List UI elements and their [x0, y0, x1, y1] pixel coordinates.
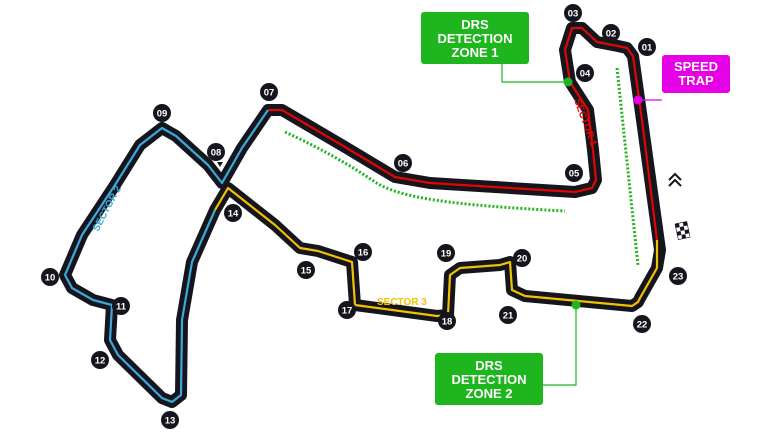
drs-zone-2-line3: ZONE 2 — [466, 386, 513, 401]
svg-text:08: 08 — [211, 148, 222, 159]
svg-text:05: 05 — [569, 169, 580, 180]
drs-zone-1-line3: ZONE 1 — [452, 45, 499, 60]
turn-marker-22: 22 — [633, 315, 651, 333]
svg-text:11: 11 — [116, 302, 127, 313]
svg-text:07: 07 — [264, 88, 275, 99]
svg-text:18: 18 — [442, 317, 453, 328]
turn-marker-16: 16 — [354, 243, 372, 261]
svg-text:22: 22 — [637, 320, 648, 331]
turn-marker-12: 12 — [91, 351, 109, 369]
turn-marker-01: 01 — [638, 38, 656, 56]
drs-zone-2-line1: DRS — [475, 358, 503, 373]
turn-marker-18: 18 — [438, 312, 456, 330]
turn-marker-21: 21 — [499, 306, 517, 324]
svg-text:10: 10 — [45, 273, 56, 284]
svg-text:15: 15 — [301, 266, 312, 277]
drs-zone-2-box: DRS DETECTION ZONE 2 — [435, 353, 543, 405]
turn-marker-02: 02 — [602, 24, 620, 42]
svg-text:17: 17 — [342, 306, 353, 317]
turn-marker-11: 11 — [112, 297, 130, 315]
turn-marker-14: 14 — [224, 204, 242, 222]
turn-marker-10: 10 — [41, 268, 59, 286]
svg-text:06: 06 — [398, 159, 409, 170]
svg-text:03: 03 — [568, 9, 579, 20]
svg-text:14: 14 — [228, 209, 239, 220]
sector-1-line — [268, 26, 659, 241]
turn-marker-07: 07 — [260, 83, 278, 101]
svg-text:13: 13 — [165, 416, 176, 427]
svg-text:04: 04 — [580, 69, 591, 80]
turn-marker-08: 08 — [207, 143, 225, 161]
speed-trap-box: SPEED TRAP — [662, 55, 730, 93]
speed-trap-line2: TRAP — [678, 73, 714, 88]
drs-zone-1-point — [563, 77, 573, 87]
drs-zone-2-leader — [543, 305, 577, 386]
drs-zone-2-point — [571, 300, 581, 310]
turn-marker-23: 23 — [669, 267, 687, 285]
turn-marker-09: 09 — [153, 104, 171, 122]
turn-marker-19: 19 — [437, 244, 455, 262]
svg-text:02: 02 — [606, 29, 617, 40]
turn-markers: 01 02 03 04 05 06 07 08 09 10 11 12 13 1… — [41, 4, 687, 429]
svg-text:23: 23 — [673, 272, 684, 283]
turn-marker-20: 20 — [513, 249, 531, 267]
sector-3-label: SECTOR 3 — [377, 297, 427, 308]
drs-zone-1-box: DRS DETECTION ZONE 1 — [421, 12, 529, 64]
svg-text:16: 16 — [358, 248, 369, 259]
svg-text:19: 19 — [441, 249, 452, 260]
drs-zone-1-leader — [501, 60, 568, 83]
turn-marker-06: 06 — [394, 154, 412, 172]
drs-zone-line-main-straight — [615, 67, 640, 266]
svg-text:09: 09 — [157, 109, 168, 120]
direction-chevrons-icon — [668, 172, 682, 187]
drs-zone-2-line2: DETECTION — [451, 372, 526, 387]
turn-marker-05: 05 — [565, 164, 583, 182]
turn-marker-04: 04 — [576, 64, 594, 82]
drs-zone-1-line1: DRS — [461, 17, 489, 32]
chequered-flag-icon — [674, 221, 691, 241]
svg-text:12: 12 — [95, 356, 106, 367]
turn-08-direction-icon — [217, 162, 223, 167]
drs-zone-1-line2: DETECTION — [437, 31, 512, 46]
speed-trap-line1: SPEED — [674, 59, 718, 74]
speed-trap-point — [633, 95, 643, 105]
svg-text:01: 01 — [642, 43, 653, 54]
sector-2-line — [63, 109, 269, 404]
svg-text:21: 21 — [503, 311, 514, 322]
drs-zone-line-back-straight — [284, 130, 566, 213]
svg-text:20: 20 — [517, 254, 528, 265]
turn-marker-15: 15 — [297, 261, 315, 279]
turn-marker-17: 17 — [338, 301, 356, 319]
turn-marker-13: 13 — [161, 411, 179, 429]
turn-marker-03: 03 — [564, 4, 582, 22]
sector-3-line — [214, 186, 659, 318]
